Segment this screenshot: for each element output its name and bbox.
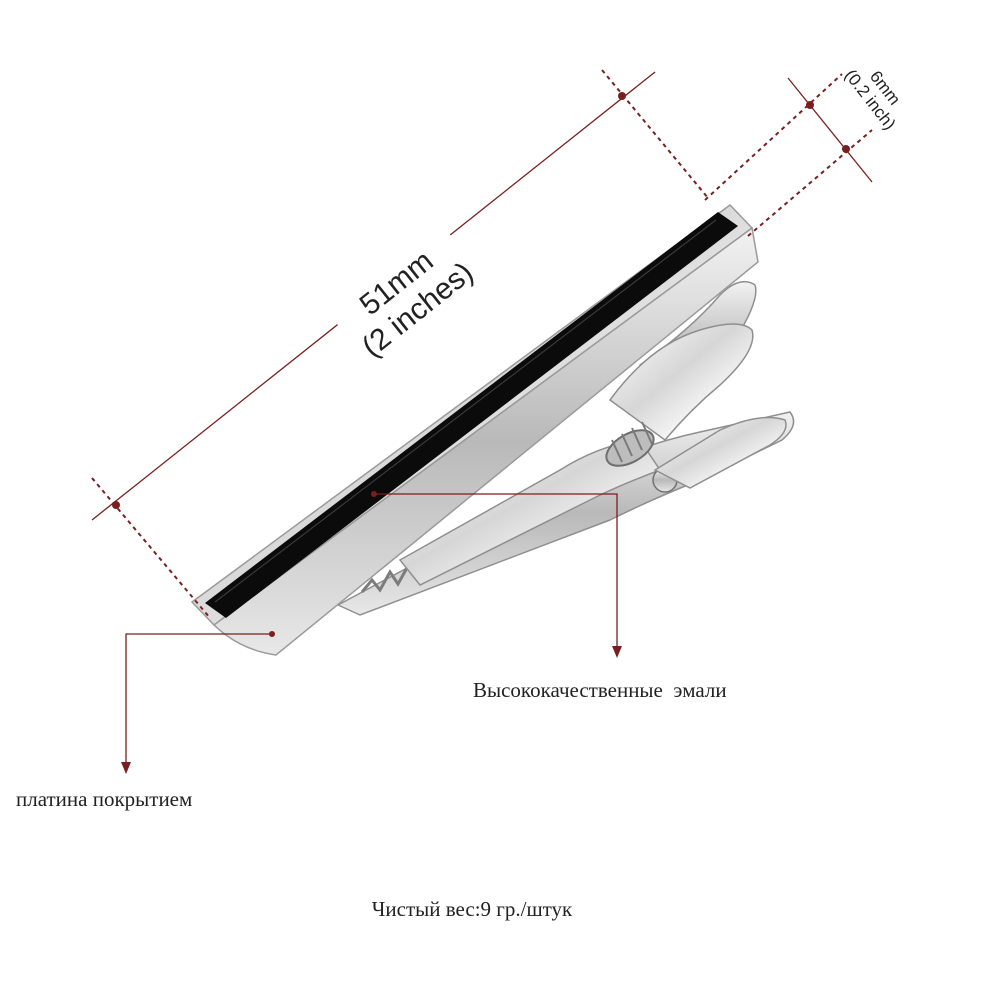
clip-coil-lines [611, 421, 653, 463]
clip-lower-arm [398, 439, 662, 586]
enamel-callout: Высококачественные эмали [371, 491, 727, 702]
length-extension-right [601, 69, 709, 199]
length-marker-left [112, 501, 120, 509]
width-marker-top [806, 101, 814, 109]
plating-callout-label: платина покрытием [16, 787, 192, 811]
clip-spring-loop-2 [608, 323, 754, 442]
width-extension-bottom [747, 129, 873, 237]
plating-callout-leader [125, 633, 272, 766]
width-extension-top [704, 73, 843, 201]
width-marker-bottom [842, 145, 850, 153]
enamel-callout-arrow [612, 646, 622, 658]
clip-lever [653, 416, 787, 489]
enamel-highlight [214, 219, 717, 603]
clip-bar-side-face [212, 226, 759, 656]
enamel-callout-leader [374, 493, 618, 650]
plating-callout-arrow [121, 762, 131, 774]
net-weight-label: Чистый вес:9 гр./штук [372, 897, 573, 921]
tie-clip [190, 204, 795, 656]
length-label-mask [322, 216, 487, 370]
length-marker-right [618, 92, 626, 100]
length-extension-left [91, 477, 211, 619]
width-dimension-line [787, 77, 873, 183]
enamel-inlay [205, 212, 738, 618]
width-dimension: 6mm (0.2 inch) [704, 66, 904, 237]
plating-callout: платина покрытием [16, 631, 275, 811]
enamel-callout-label: Высококачественные эмали [473, 678, 727, 702]
